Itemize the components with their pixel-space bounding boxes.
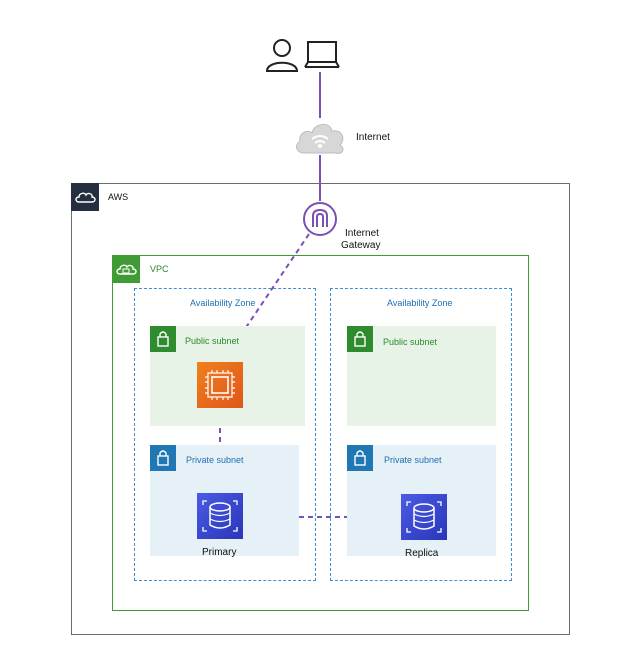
internet-gateway-icon <box>303 202 337 236</box>
lock-icon <box>347 445 373 471</box>
internet-gateway-label-line1: Internet <box>345 228 379 239</box>
aws-cloud-boundary <box>71 183 570 635</box>
availability-zone-right <box>330 288 512 581</box>
aws-label: AWS <box>108 192 129 202</box>
vpc-label: VPC <box>150 264 169 274</box>
cloud-icon <box>296 124 344 154</box>
primary-label: Primary <box>202 547 237 558</box>
laptop-icon <box>304 41 340 68</box>
vpc-cloud-icon <box>112 255 140 283</box>
lock-icon <box>150 445 176 471</box>
internet-gateway-label-line2: Gateway <box>341 240 381 251</box>
replica-label: Replica <box>405 548 439 559</box>
availability-zone-left-label: Availability Zone <box>190 298 256 308</box>
aws-cloud-icon <box>71 183 99 211</box>
ec2-instance-icon <box>197 362 243 408</box>
lock-icon <box>150 326 176 352</box>
public-subnet-left-label: Public subnet <box>185 336 240 346</box>
availability-zone-left <box>134 288 316 581</box>
user-icon <box>265 39 299 72</box>
lock-icon <box>347 326 373 352</box>
public-subnet-right-label: Public subnet <box>383 337 438 347</box>
rds-database-icon <box>401 494 447 540</box>
internet-label: Internet <box>356 132 390 143</box>
private-subnet-left-label: Private subnet <box>186 455 244 465</box>
availability-zone-right-label: Availability Zone <box>387 298 453 308</box>
private-subnet-right-label: Private subnet <box>384 455 442 465</box>
vpc-boundary <box>112 255 529 611</box>
rds-database-icon <box>197 493 243 539</box>
